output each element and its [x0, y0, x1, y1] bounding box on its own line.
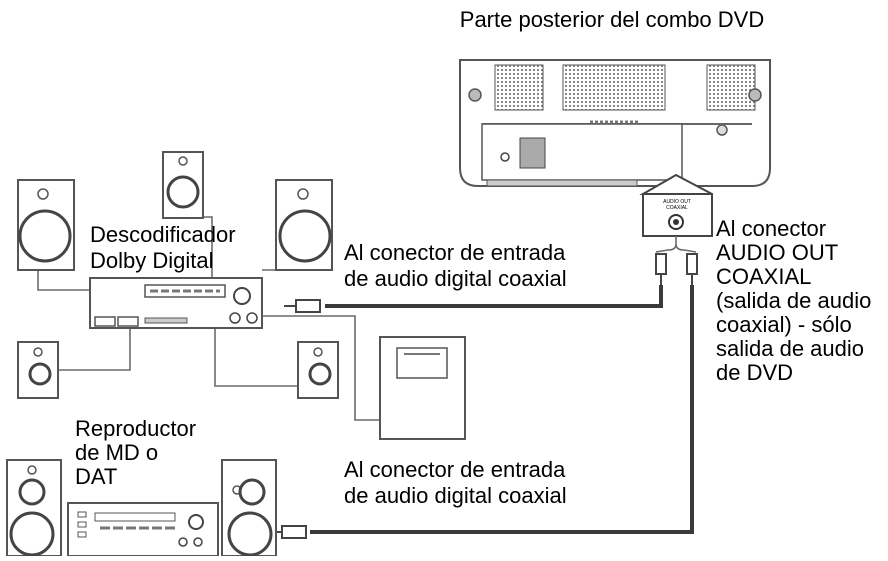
- output-connector-label-line-1: Al conector: [716, 216, 826, 241]
- front-left-speaker: [17, 179, 75, 271]
- input-top-label-line-2: de audio digital coaxial: [344, 266, 567, 291]
- dvd-combo-rear: [459, 59, 771, 187]
- md-player-label-line-3: DAT: [75, 464, 117, 489]
- speaker-wires: [37, 216, 380, 421]
- md-right-speaker: [221, 459, 277, 557]
- front-right-speaker: [275, 179, 333, 271]
- rear-right-speaker: [297, 341, 339, 399]
- cable-splitter: [655, 236, 698, 285]
- output-connector-label-line-6: salida de audio: [716, 336, 864, 361]
- jack-label-line-2: COAXIAL: [666, 205, 688, 211]
- audio-out-coaxial-callout: AUDIO OUT COAXIAL: [639, 173, 713, 237]
- subwoofer: [379, 336, 466, 440]
- coax-plug-top: [284, 299, 321, 313]
- output-connector-label-line-3: COAXIAL: [716, 264, 811, 289]
- md-dat-player-unit: [67, 502, 219, 557]
- input-top-label-line-1: Al conector de entrada: [344, 240, 566, 265]
- jack-label-line-1: AUDIO OUT: [663, 199, 691, 205]
- md-left-speaker: [6, 459, 62, 557]
- output-connector-label-line-2: AUDIO OUT: [716, 240, 838, 265]
- input-bottom-label-line-1: Al conector de entrada: [344, 457, 566, 482]
- input-bottom-label-line-2: de audio digital coaxial: [344, 483, 567, 508]
- md-player-label-line-1: Reproductor: [75, 416, 196, 441]
- output-connector-label-line-5: coaxial) - sólo: [716, 312, 852, 337]
- output-connector-label-line-4: (salida de audio: [716, 288, 871, 313]
- decoder-label-line-1: Descodificador: [90, 222, 236, 247]
- tv-title-label: Parte posterior del combo DVD: [460, 7, 764, 32]
- dolby-decoder-unit: [89, 277, 263, 329]
- md-player-label-line-2: de MD o: [75, 440, 158, 465]
- rear-left-speaker: [17, 341, 59, 399]
- center-speaker: [162, 151, 204, 219]
- cable-to-md-player: [310, 285, 694, 534]
- coax-cables: [310, 285, 694, 534]
- cable-to-decoder: [325, 285, 663, 308]
- decoder-label-line-2: Dolby Digital: [90, 248, 214, 273]
- output-connector-label-line-7: de DVD: [716, 360, 793, 385]
